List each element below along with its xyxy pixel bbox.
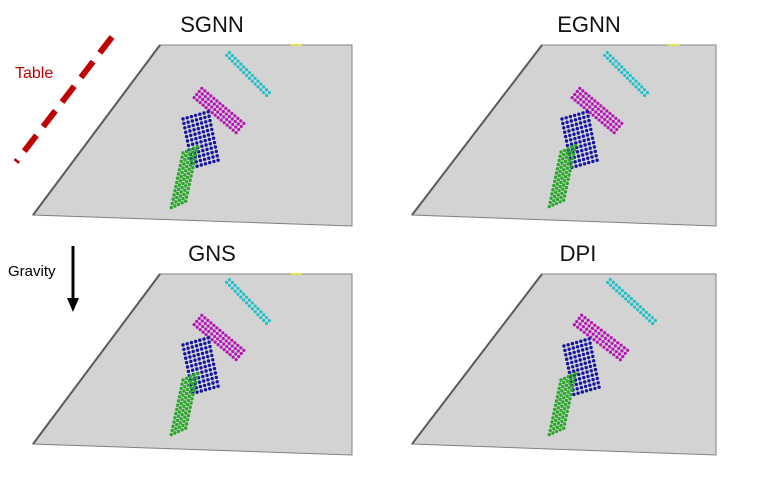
panel-title-gns: GNS	[188, 241, 236, 266]
yellow-particles	[667, 43, 680, 47]
gravity-label: Gravity	[8, 263, 56, 280]
cyan-object	[602, 50, 650, 98]
table-label: Table	[15, 65, 54, 82]
cyan-object	[224, 50, 272, 98]
cyan-object	[224, 278, 272, 325]
table-edge	[411, 273, 543, 445]
panel-title-dpi: DPI	[559, 241, 597, 266]
simulation-panel-gns	[32, 272, 353, 456]
cyan-object	[606, 277, 657, 326]
panel-title-egnn: EGNN	[557, 12, 621, 37]
magenta-object	[192, 86, 246, 135]
green-object	[169, 144, 200, 210]
green-object	[547, 143, 578, 209]
magenta-object	[572, 313, 630, 362]
simulation-panel-egnn	[411, 43, 717, 227]
yellow-particles	[290, 272, 303, 276]
table-edge	[32, 273, 161, 445]
magenta-object	[570, 86, 624, 135]
panel-title-sgnn: SGNN	[180, 12, 244, 37]
table-edge	[32, 44, 161, 216]
table-marker	[13, 35, 115, 164]
magenta-object	[192, 313, 246, 362]
green-object	[547, 371, 578, 437]
table-edge	[411, 44, 543, 216]
table-surface	[32, 44, 353, 227]
simulation-panel-dpi	[411, 273, 717, 456]
green-object	[169, 371, 200, 437]
blue-object	[562, 337, 601, 397]
gravity-arrow	[67, 246, 79, 312]
simulation-panel-sgnn	[32, 43, 353, 227]
yellow-particles	[290, 43, 303, 47]
